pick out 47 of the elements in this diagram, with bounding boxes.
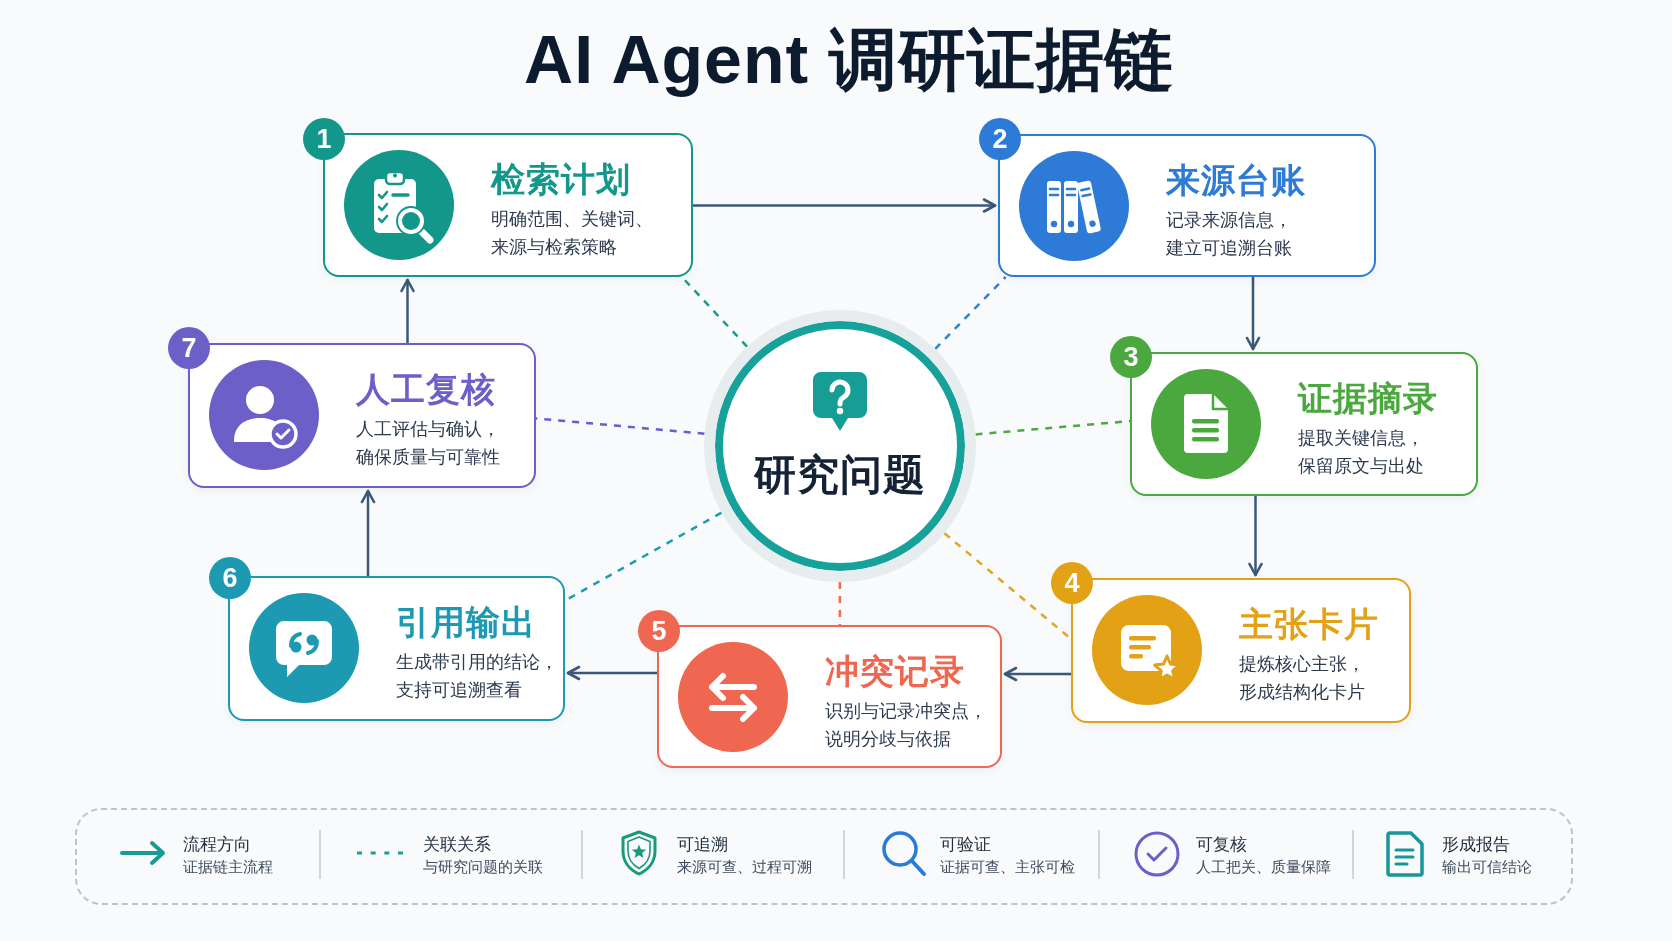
legend-description: 来源可查、过程可溯: [677, 857, 812, 877]
step-description: 明确范围、关键词、来源与检索策略: [491, 207, 654, 259]
number-badge: 3: [1110, 336, 1152, 378]
step-description: 提炼核心主张，形成结构化卡片: [1239, 652, 1366, 704]
dashed-line: [934, 276, 1007, 350]
number-badge: 2: [979, 118, 1021, 160]
arrow: [566, 665, 659, 681]
arrow: [360, 489, 376, 578]
number-badge: 1: [303, 118, 345, 160]
arrow: [1003, 666, 1073, 682]
title: AI Agent 调研证据链: [524, 20, 1174, 99]
legend-label: 可复核: [1196, 833, 1247, 855]
dashed-line: [838, 582, 842, 625]
step-description: 识别与记录冲突点，说明分歧与依据: [825, 699, 988, 751]
step-title: 主张卡片: [1239, 604, 1379, 644]
number-badge: 5: [638, 610, 680, 652]
topic-label: 研究问题: [754, 453, 926, 497]
legend-description: 证据链主流程: [183, 857, 273, 877]
legend-label: 形成报告: [1442, 833, 1510, 855]
legend-description: 输出可信结论: [1442, 857, 1532, 877]
step-title: 来源台账: [1166, 160, 1306, 200]
number-badge: 7: [168, 327, 210, 369]
arrow: [1248, 494, 1263, 577]
step-description: 提取关键信息，保留原文与出处: [1298, 426, 1425, 478]
legend-label: 可追溯: [677, 833, 728, 855]
legend-label: 流程方向: [183, 833, 251, 855]
arrow: [1245, 275, 1261, 351]
step-description: 记录来源信息，建立可追溯台账: [1166, 208, 1293, 260]
legend-description: 证据可查、主张可检: [940, 857, 1075, 877]
legend-description: 与研究问题的关联: [423, 857, 543, 877]
legend-description: 人工把关、质量保障: [1196, 857, 1331, 877]
dashed-line: [943, 532, 1072, 640]
arrow: [691, 198, 997, 213]
step-title: 引用输出: [396, 602, 536, 642]
step-description: 生成带引用的结论，支持可追溯查看: [396, 650, 559, 702]
step-title: 冲突记录: [825, 651, 965, 691]
legend-label: 关联关系: [423, 833, 491, 855]
step-title: 人工复核: [356, 369, 496, 409]
step-title: 检索计划: [491, 159, 631, 199]
number-badge: 4: [1051, 562, 1093, 604]
legend-label: 可验证: [940, 833, 991, 855]
dashed-line: [535, 417, 705, 435]
step-description: 人工评估与确认，确保质量与可靠性: [356, 417, 501, 469]
step-title: 证据摘录: [1298, 378, 1438, 418]
arrow: [400, 278, 415, 345]
number-badge: 6: [209, 557, 251, 599]
dashed-line: [975, 419, 1131, 436]
